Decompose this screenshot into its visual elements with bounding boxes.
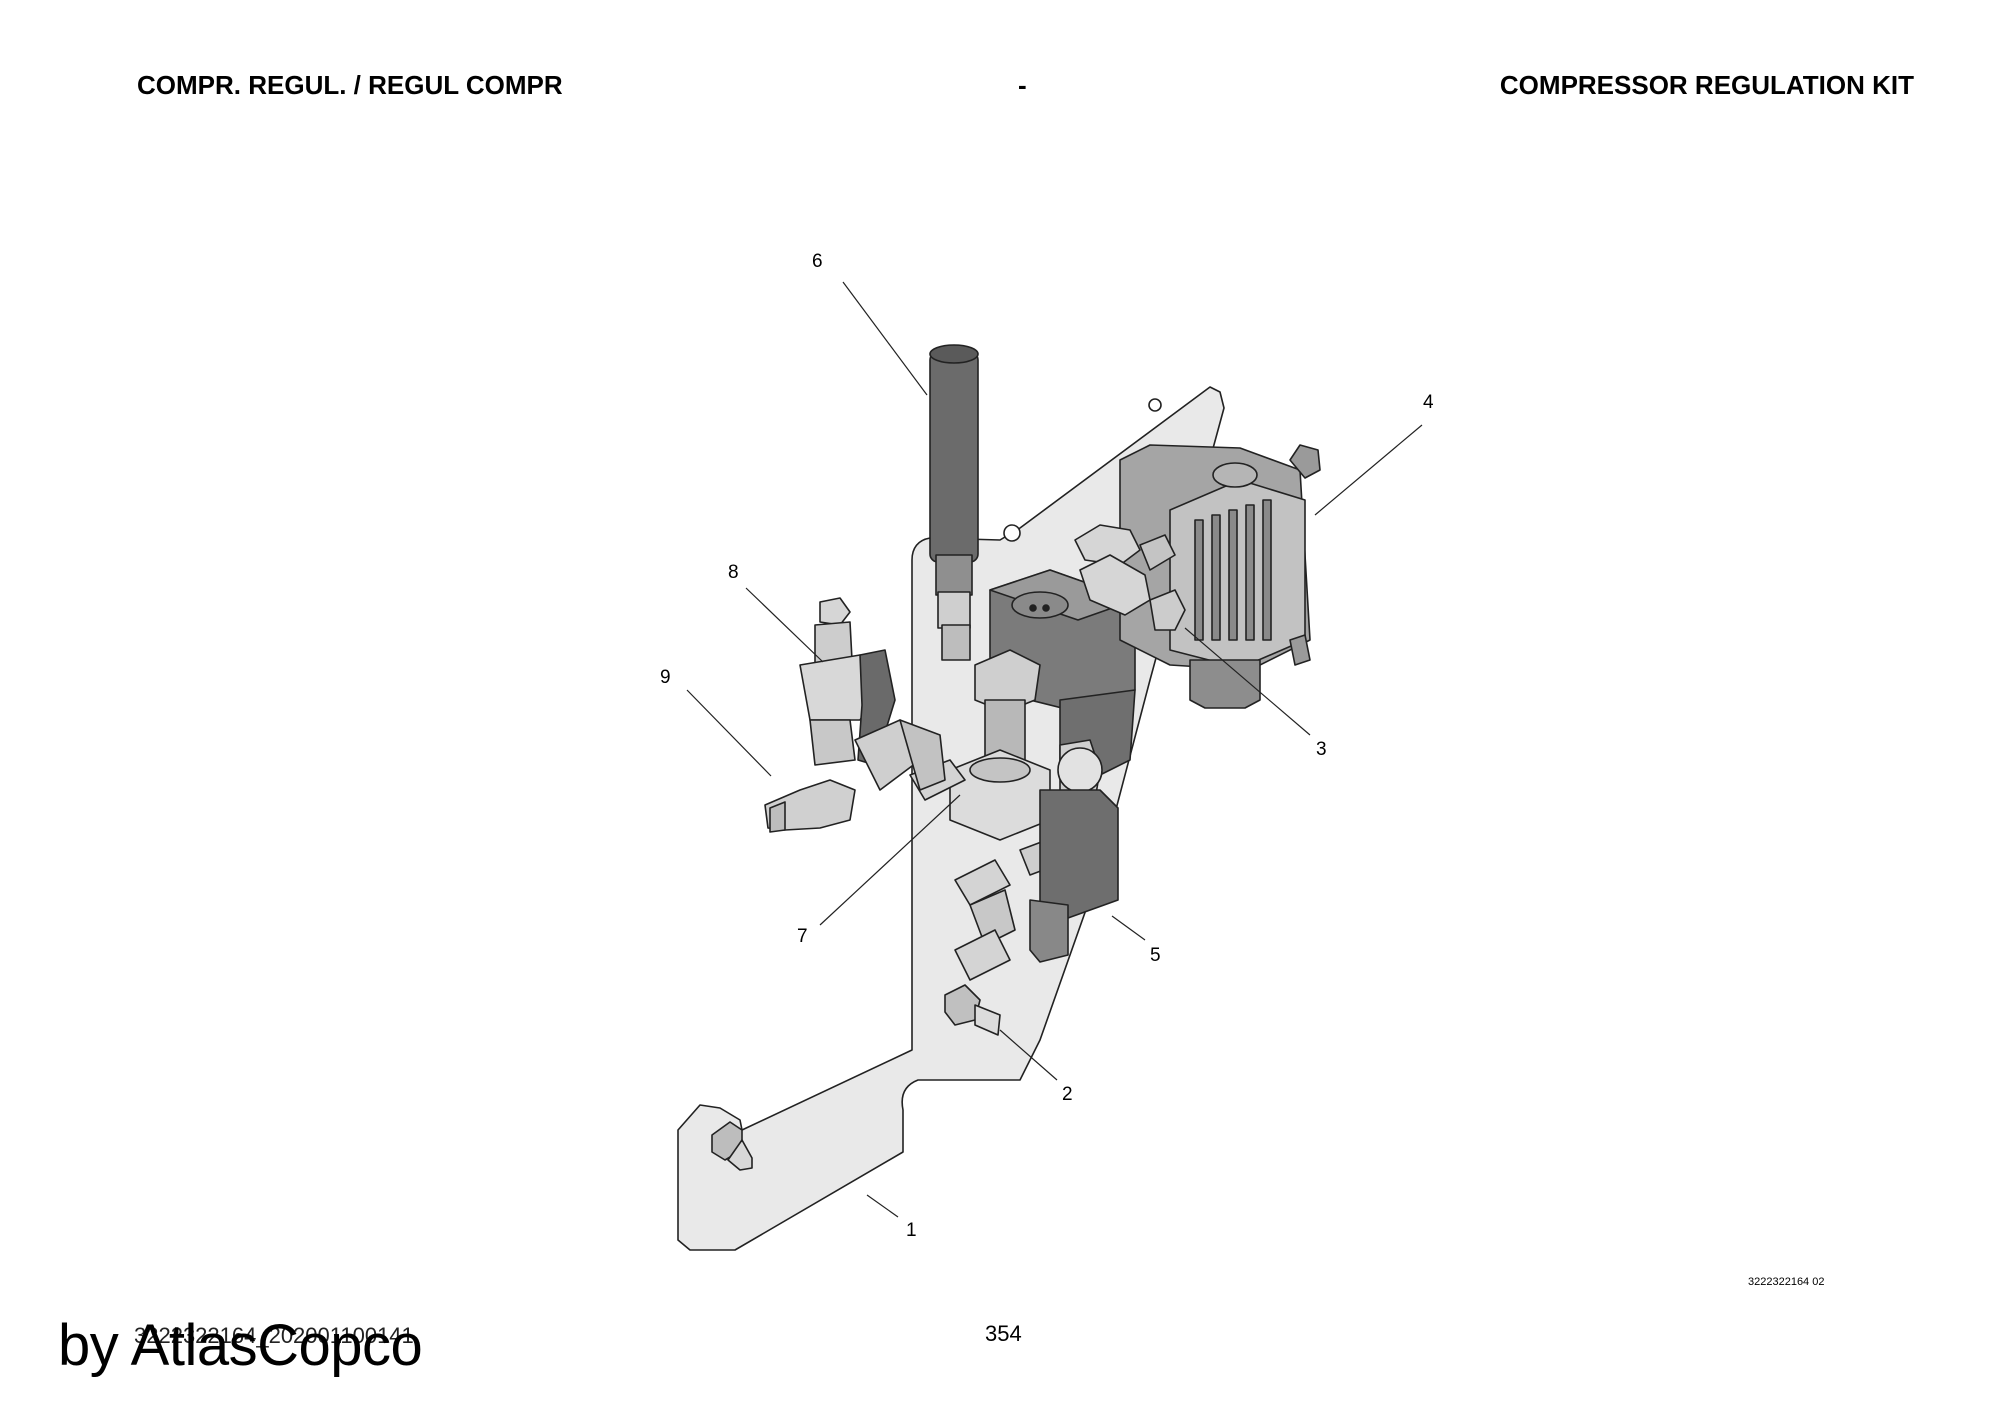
side-tee-fitting xyxy=(764,719,946,833)
leader-line-9 xyxy=(686,689,772,777)
plate-hole xyxy=(1148,398,1162,412)
solenoid-coil xyxy=(1029,789,1119,963)
leader-line-6 xyxy=(842,281,928,396)
drawing-id: 3222322164 02 xyxy=(1748,1276,1825,1288)
header-right-title: COMPRESSOR REGULATION KIT xyxy=(1499,70,1914,100)
watermark: by AtlasCopco xyxy=(58,1313,423,1378)
plate-hole xyxy=(1003,524,1021,542)
callout-9: 9 xyxy=(660,667,671,688)
leader-line-3 xyxy=(1184,627,1311,736)
leader-line-7 xyxy=(819,794,961,926)
leader-line-1 xyxy=(866,1194,899,1218)
callout-6: 6 xyxy=(812,251,823,272)
header-left-title: COMPR. REGUL. / REGUL COMPR xyxy=(137,70,563,100)
callout-3: 3 xyxy=(1316,739,1327,760)
leader-line-5 xyxy=(1111,915,1146,941)
callout-5: 5 xyxy=(1150,945,1161,966)
handle-tube xyxy=(929,344,979,661)
page-number: 354 xyxy=(985,1321,1022,1346)
callout-1: 1 xyxy=(906,1220,917,1241)
callout-4: 4 xyxy=(1423,392,1434,413)
leader-line-8 xyxy=(745,587,824,663)
header-center-dash: - xyxy=(1018,70,1027,100)
hose-tail-fitting xyxy=(944,984,1001,1036)
leader-line-2 xyxy=(999,1029,1058,1081)
leader-lines xyxy=(686,281,1423,1218)
central-valve xyxy=(949,649,1103,841)
bracket-plug xyxy=(711,1121,753,1171)
callout-8: 8 xyxy=(728,562,739,583)
document-id: 3222322164_202001100141 xyxy=(134,1323,414,1348)
callout-7: 7 xyxy=(797,926,808,947)
leader-line-4 xyxy=(1314,424,1423,516)
callout-2: 2 xyxy=(1062,1084,1073,1105)
regulator-fittings xyxy=(1074,524,1186,631)
solenoid-valve xyxy=(989,569,1136,781)
